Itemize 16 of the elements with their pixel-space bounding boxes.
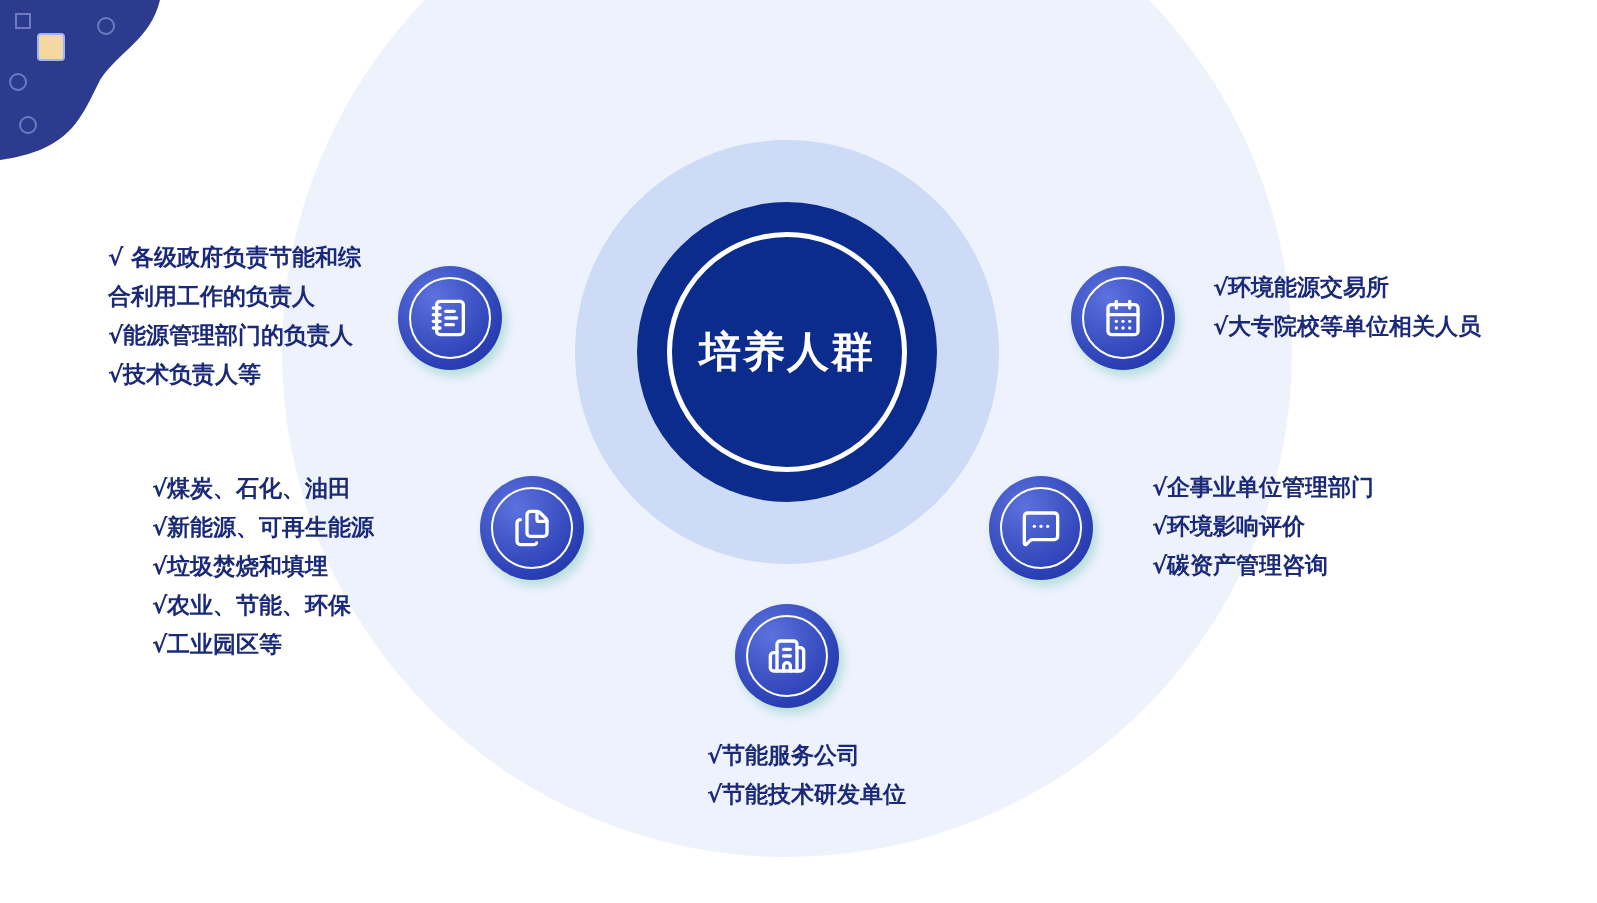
list-item: √大专院校等单位相关人员	[1213, 312, 1483, 341]
list-item: √新能源、可再生能源	[152, 513, 376, 542]
list-item: √垃圾焚烧和填埋	[152, 552, 330, 581]
list-item: √企事业单位管理部门	[1152, 473, 1376, 502]
list-item: √工业园区等	[152, 630, 284, 659]
list-item: √能源管理部门的负责人	[108, 321, 355, 350]
list-item: √农业、节能、环保	[152, 591, 353, 620]
list-item: √环境影响评价	[1152, 512, 1307, 541]
list-item: √ 各级政府负责节能和综合利用工作的负责人	[108, 243, 363, 311]
list-item: √碳资产管理咨询	[1152, 551, 1330, 580]
list-item: √节能服务公司	[707, 741, 862, 770]
list-item: √技术负责人等	[108, 360, 263, 389]
center-title: 培养人群	[699, 326, 875, 378]
list-item: √节能技术研发单位	[707, 780, 908, 809]
list-item: √煤炭、石化、油田	[152, 474, 353, 503]
list-item: √环境能源交易所	[1213, 273, 1391, 302]
